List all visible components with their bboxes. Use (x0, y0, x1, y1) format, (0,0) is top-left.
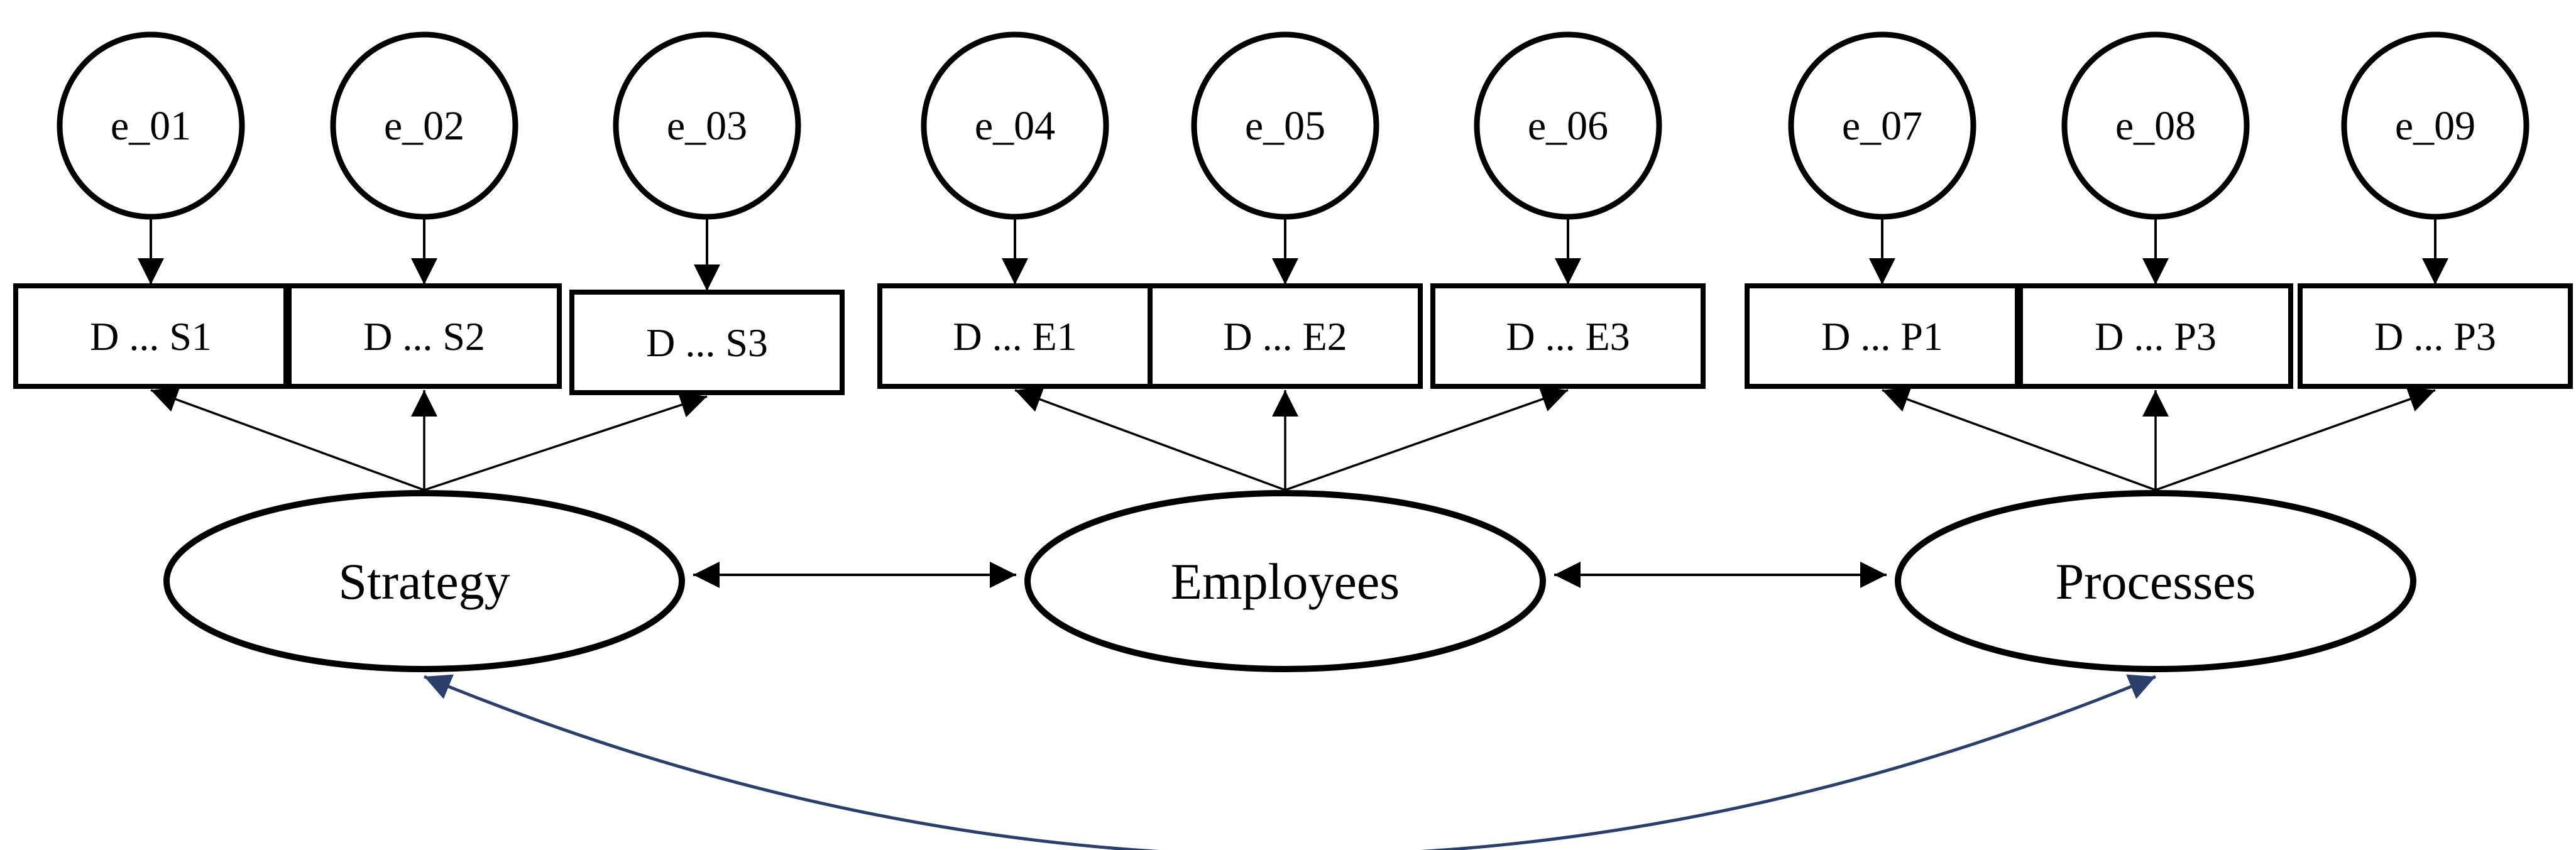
indicator-label: D ... P1 (1821, 314, 1943, 359)
indicator-label: D ... E3 (1506, 314, 1630, 359)
error-node-e2: e_02 (330, 31, 518, 220)
error-label: e_05 (1245, 103, 1325, 149)
error-label: e_06 (1528, 103, 1608, 149)
loading-arrow-dp1 (1882, 386, 2156, 491)
arrows-layer (138, 217, 2448, 850)
indicator-label: D ... P3 (2374, 314, 2496, 359)
indicator-label: D ... E2 (1223, 314, 1347, 359)
error-node-e3: e_03 (613, 31, 801, 220)
indicator-de1: D ... E1 (877, 283, 1153, 389)
covariance-strategy-processes (424, 674, 2156, 850)
latent-label: Employees (1171, 553, 1400, 610)
indicator-box (2018, 283, 2293, 389)
indicator-label: D ... E1 (953, 314, 1077, 359)
indicator-box (1430, 283, 1706, 389)
error-node-e9: e_09 (2341, 31, 2529, 220)
error-node-e8: e_08 (2061, 31, 2250, 220)
nodes-layer: e_01 e_02 e_03 e_04 e_05 e_06 e_07 e_08 e_09 D ..… (13, 31, 2573, 672)
indicator-label: D ... P3 (2095, 314, 2217, 359)
error-label: e_04 (975, 103, 1055, 149)
error-circle (2341, 31, 2529, 220)
indicator-label: D ... S2 (363, 314, 485, 359)
error-label: e_02 (384, 103, 464, 149)
loading-arrow-de1 (1014, 386, 1286, 491)
latent-processes: Processes (1895, 490, 2416, 672)
error-node-e5: e_05 (1191, 31, 1379, 220)
error-circle (1788, 31, 1976, 220)
indicator-box (569, 290, 845, 395)
latent-ellipse (1895, 490, 2416, 672)
latent-employees: Employees (1024, 490, 1546, 672)
error-circle (1191, 31, 1379, 220)
error-circle (613, 31, 801, 220)
error-circle (330, 31, 518, 220)
error-label: e_03 (667, 103, 747, 149)
indicator-de2: D ... E2 (1148, 283, 1423, 389)
error-circle (1474, 31, 1662, 220)
indicator-ds2: D ... S2 (287, 283, 562, 389)
latent-label: Strategy (338, 553, 510, 610)
error-label: e_01 (111, 103, 191, 149)
indicator-box (2298, 283, 2573, 389)
loading-arrow-de3 (1285, 386, 1569, 491)
error-node-e6: e_06 (1474, 31, 1662, 220)
error-label: e_07 (1842, 103, 1922, 149)
latent-strategy: Strategy (163, 490, 685, 672)
indicator-dp3b: D ... P3 (2298, 283, 2573, 389)
latent-ellipse (163, 490, 685, 672)
indicator-label: D ... S3 (646, 320, 768, 365)
indicator-dp3a: D ... P3 (2018, 283, 2293, 389)
indicator-de3: D ... E3 (1430, 283, 1706, 389)
loading-arrow-ds3 (424, 392, 708, 491)
error-node-e7: e_07 (1788, 31, 1976, 220)
error-label: e_09 (2395, 103, 2475, 149)
indicator-box (1148, 283, 1423, 389)
loading-arrow-ds1 (150, 386, 425, 491)
indicator-box (13, 283, 288, 389)
loading-arrow-dp3b (2155, 386, 2436, 491)
error-circle (921, 31, 1109, 220)
error-node-e1: e_01 (57, 31, 245, 220)
indicator-box (1745, 283, 2020, 389)
error-node-e4: e_04 (921, 31, 1109, 220)
error-circle (57, 31, 245, 220)
indicator-dp1: D ... P1 (1745, 283, 2020, 389)
error-label: e_08 (2115, 103, 2196, 149)
indicator-box (287, 283, 562, 389)
indicator-ds1: D ... S1 (13, 283, 288, 389)
indicator-ds3: D ... S3 (569, 290, 845, 395)
latent-label: Processes (2056, 553, 2256, 610)
latent-ellipse (1024, 490, 1546, 672)
indicator-label: D ... S1 (90, 314, 212, 359)
error-circle (2061, 31, 2250, 220)
